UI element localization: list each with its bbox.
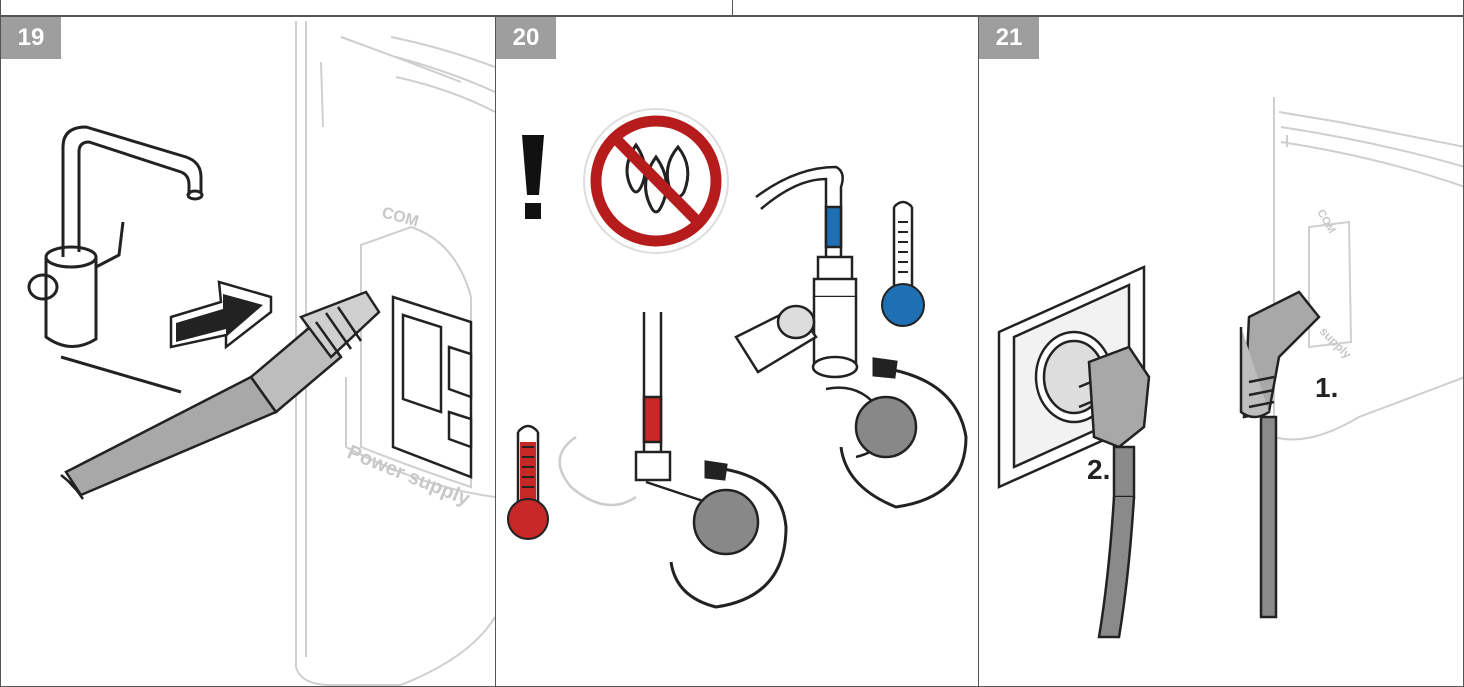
power-socket <box>391 295 473 479</box>
thermometer-hot-icon <box>507 424 549 540</box>
faucet-icon <box>27 125 204 394</box>
hot-water-valve <box>558 312 760 556</box>
no-dripping-icon <box>583 108 729 254</box>
cold-water-valve <box>734 165 918 459</box>
device-outline <box>1273 97 1463 441</box>
previous-panel-border <box>0 0 733 16</box>
step-number-badge: 20 <box>496 17 556 59</box>
device-outline <box>295 21 495 686</box>
illustration-connect-cable: COM Power supply <box>27 21 495 686</box>
illustration-open-valves <box>507 108 968 609</box>
rotate-arrow-icon <box>669 460 788 609</box>
device-label-com: COM <box>380 204 420 230</box>
step-number-badge: 19 <box>1 17 61 59</box>
com-cable <box>60 290 381 500</box>
illustration-plug-in-power: COM supply 1. <box>997 97 1463 639</box>
panel-step-21: COM supply 1. <box>978 16 1464 687</box>
previous-panel-border <box>732 0 1464 16</box>
arrow-icon <box>169 280 273 350</box>
step-label-two: 2. <box>1087 454 1110 485</box>
rotate-arrow-icon <box>839 357 968 509</box>
power-plug-icon <box>1239 290 1321 619</box>
warning-exclamation-icon <box>522 135 544 219</box>
thermometer-cold-icon <box>881 200 925 327</box>
power-plug-icon <box>1078 345 1151 639</box>
step-label-one: 1. <box>1315 372 1338 403</box>
panel-step-20: 20 <box>495 16 979 687</box>
panel-step-19: COM Power supply <box>0 16 496 687</box>
step-number-badge: 21 <box>979 17 1039 59</box>
device-label-com: COM <box>1314 208 1337 236</box>
